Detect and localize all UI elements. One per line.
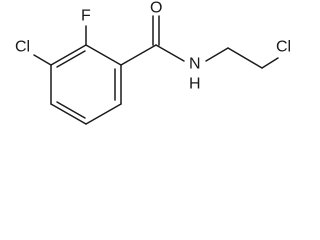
bond-c1-carbonyl xyxy=(120,44,157,66)
ring-double-bond-c2-c3 xyxy=(56,50,86,68)
atom-label-h: H xyxy=(189,76,201,93)
structure-diagram: Cl F O N H Cl xyxy=(15,0,291,125)
bond-ch2-cl xyxy=(261,57,279,69)
ring-bond-c2-c3 xyxy=(50,44,87,66)
atom-label-cl-chain: Cl xyxy=(276,39,291,56)
ring-bond-c5-c6 xyxy=(85,103,122,125)
atom-label-cl-ring: Cl xyxy=(15,39,30,56)
ring-bond-c4-c5 xyxy=(50,103,87,125)
bond-ch2-ch2 xyxy=(227,47,263,69)
ring-double-bond-c4-c5 xyxy=(56,101,86,119)
bond-n-ch2 xyxy=(205,47,229,62)
atom-label-n: N xyxy=(189,56,201,73)
atom-label-o: O xyxy=(150,0,162,17)
ring-bond-c1-c2 xyxy=(85,44,122,66)
atom-label-f: F xyxy=(81,8,91,25)
benzene-ring xyxy=(50,44,122,125)
bond-c3-cl xyxy=(33,54,52,66)
bond-carbonyl-n xyxy=(155,44,185,62)
